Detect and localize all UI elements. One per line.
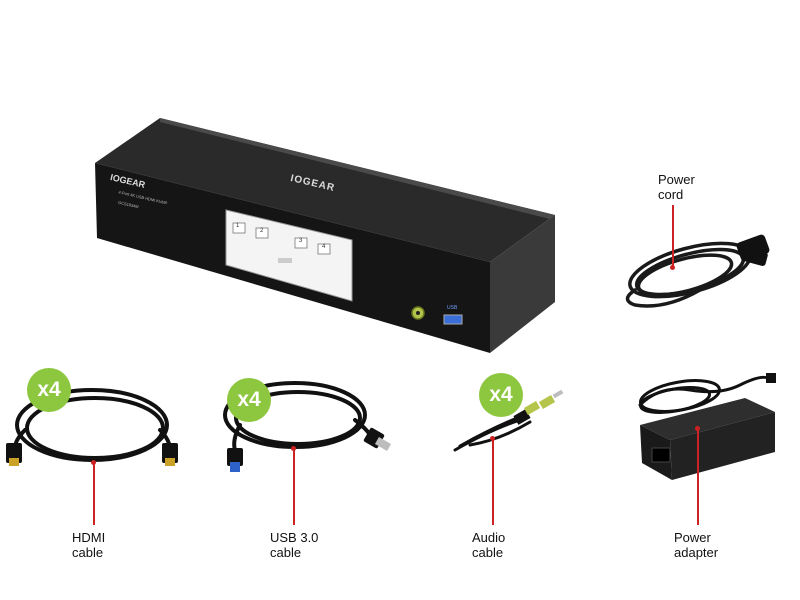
usb-quantity-badge: x4 bbox=[227, 378, 271, 422]
power-cord-pointer-dot bbox=[670, 265, 675, 270]
usb-cable-pointer bbox=[293, 448, 295, 525]
audio-cable-pointer bbox=[492, 438, 494, 525]
audio-quantity-badge: x4 bbox=[479, 373, 523, 417]
audio-cable-pointer-dot bbox=[490, 436, 495, 441]
power-adapter-label: Power adapter bbox=[674, 530, 719, 560]
power-cord-pointer bbox=[672, 205, 674, 267]
port-label-3: 3 bbox=[299, 238, 303, 244]
hdmi-cable-label: HDMI cable bbox=[72, 530, 106, 560]
port-label-1: 1 bbox=[236, 223, 240, 229]
port-label-4: 4 bbox=[322, 244, 326, 250]
hdmi-cable-pointer-dot bbox=[91, 460, 96, 465]
hdmi-quantity-badge: x4 bbox=[27, 368, 71, 412]
usb-port-label: USB bbox=[447, 305, 458, 311]
power-adapter-pointer bbox=[697, 428, 699, 525]
usb-cable-pointer-dot bbox=[291, 446, 296, 451]
power-cord-label: Power cord bbox=[658, 172, 695, 202]
power-adapter-pointer-dot bbox=[695, 426, 700, 431]
audio-cable-label: Audio cable bbox=[472, 530, 506, 560]
usb-cable-label: USB 3.0 cable bbox=[270, 530, 319, 560]
hdmi-cable-pointer bbox=[93, 462, 95, 525]
port-label-2: 2 bbox=[260, 228, 264, 234]
